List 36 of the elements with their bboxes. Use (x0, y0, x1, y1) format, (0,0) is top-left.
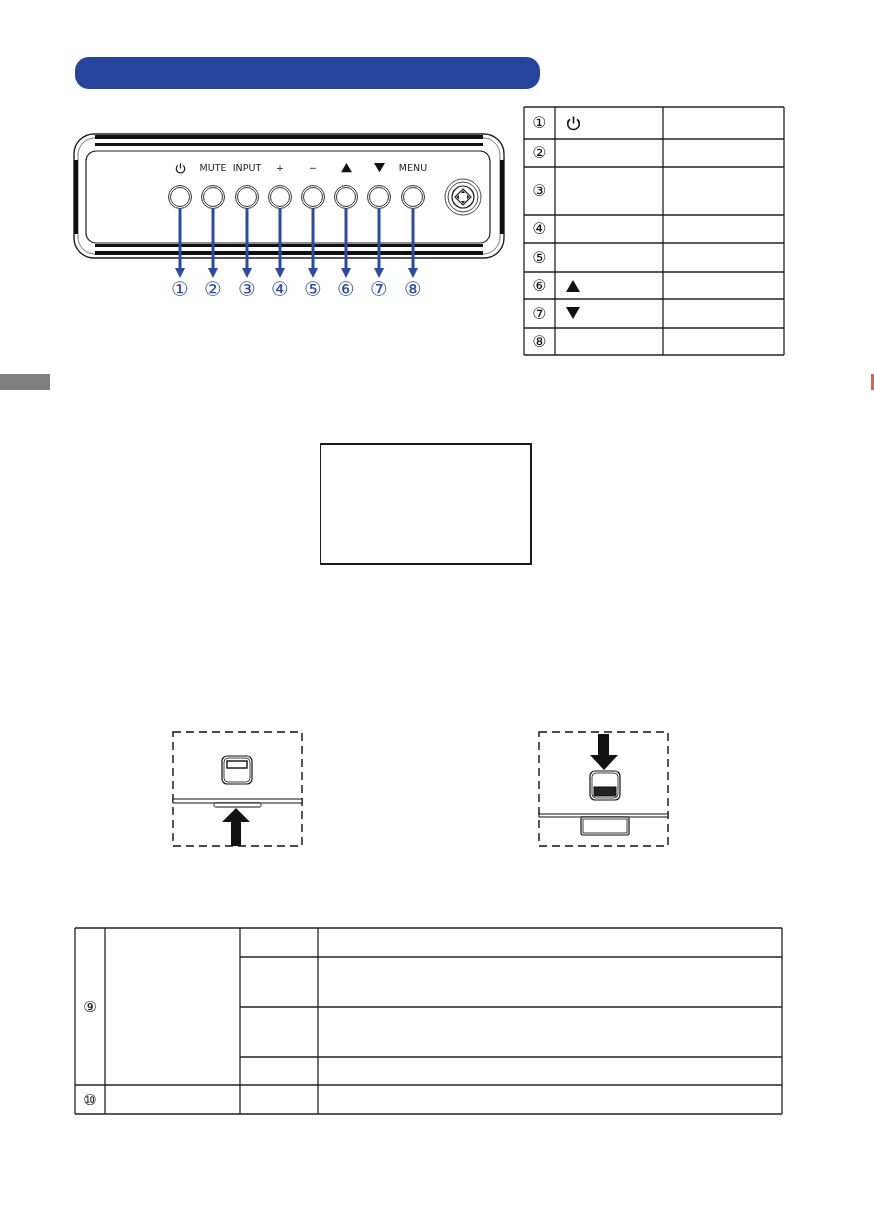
callout-number: ⑥ (334, 278, 358, 300)
callout-number: ① (168, 278, 192, 300)
leader-arrow (408, 209, 418, 278)
callout-number: ② (201, 278, 225, 300)
row-number: ⑩ (82, 1090, 98, 1109)
row-number: ④ (531, 220, 548, 238)
row-number: ② (531, 144, 548, 162)
push-button (235, 185, 259, 209)
push-button (301, 185, 325, 209)
push-button (201, 185, 225, 209)
row-number: ⑧ (531, 332, 548, 351)
row-number: ① (531, 114, 548, 132)
push-button (367, 185, 391, 209)
leader-arrow (208, 209, 218, 278)
leader-arrow (374, 209, 384, 278)
button-label: MENU (397, 162, 429, 174)
push-button (268, 185, 292, 209)
push-button (168, 185, 192, 209)
callout-number: ⑧ (401, 278, 425, 300)
row-number: ③ (531, 182, 548, 200)
leader-arrow (242, 209, 252, 278)
callout-number: ⑤ (301, 278, 325, 300)
row-number: ⑥ (531, 276, 548, 295)
callout-number: ④ (268, 278, 292, 300)
leader-arrow (308, 209, 318, 278)
row-number: ⑦ (531, 304, 548, 323)
leader-arrow (175, 209, 185, 278)
leader-arrow (341, 209, 351, 278)
callout-number: ⑦ (367, 278, 391, 300)
row-number: ⑨ (82, 997, 98, 1016)
push-button (334, 185, 358, 209)
row-number: ⑤ (531, 248, 548, 267)
callout-number: ③ (235, 278, 259, 300)
push-button (401, 185, 425, 209)
leader-arrow (275, 209, 285, 278)
button-label: − (308, 162, 318, 174)
